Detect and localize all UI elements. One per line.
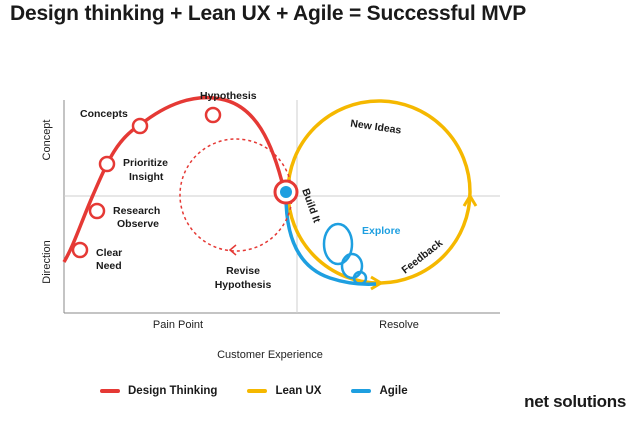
node-prioritize-insight xyxy=(98,155,116,173)
axis-label-pain-point: Pain Point xyxy=(153,319,203,331)
label-research-2: Observe xyxy=(117,218,159,230)
axis-label-direction: Direction xyxy=(41,240,53,283)
label-prioritize-2: Insight xyxy=(129,171,164,183)
node-hypothesis xyxy=(204,106,222,124)
revise-arrow-icon xyxy=(228,244,237,256)
lean-ux-arrow-bottom xyxy=(370,275,384,291)
label-prioritize-1: Prioritize xyxy=(123,157,168,169)
legend-swatch-blue xyxy=(351,389,372,393)
node-clear-need xyxy=(71,241,89,259)
axis-label-concept: Concept xyxy=(41,120,53,161)
legend-label: Agile xyxy=(379,385,408,397)
legend-label: Lean UX xyxy=(275,385,322,397)
axis-label-resolve: Resolve xyxy=(379,319,419,331)
label-revise-hypothesis: Hypothesis xyxy=(215,279,272,291)
legend-swatch-yellow xyxy=(247,389,268,393)
legend-item-lean-ux: Lean UX xyxy=(247,385,321,397)
legend-item-design-thinking: Design Thinking xyxy=(100,385,217,397)
build-node-inner xyxy=(280,186,292,198)
agile-loop-large xyxy=(322,222,354,266)
node-research-observe xyxy=(88,202,106,220)
agile-loop-small xyxy=(352,270,368,286)
design-thinking-curve xyxy=(62,95,286,263)
label-concepts: Concepts xyxy=(80,108,128,120)
page-title: Design thinking + Lean UX + Agile = Succ… xyxy=(10,2,527,25)
label-clear-need-2: Need xyxy=(96,260,122,272)
label-clear-need-1: Clear xyxy=(96,247,122,259)
label-revise: Revise xyxy=(226,265,260,277)
legend-label: Design Thinking xyxy=(128,385,218,397)
axis-title-customer-experience: Customer Experience xyxy=(217,349,323,361)
lean-ux-arrow-right xyxy=(462,193,478,207)
legend: Design Thinking Lean UX Agile xyxy=(100,385,408,397)
agile-loop-medium xyxy=(340,252,364,280)
legend-item-agile: Agile xyxy=(351,385,408,397)
label-hypothesis: Hypothesis xyxy=(200,90,257,102)
label-research-1: Research xyxy=(113,205,160,217)
node-concepts xyxy=(131,117,149,135)
label-explore: Explore xyxy=(362,225,401,237)
brand-logo: net solutions xyxy=(524,392,626,411)
legend-swatch-red xyxy=(100,389,120,393)
label-build-it: Build It xyxy=(299,187,323,225)
label-new-ideas: New Ideas xyxy=(350,118,403,137)
